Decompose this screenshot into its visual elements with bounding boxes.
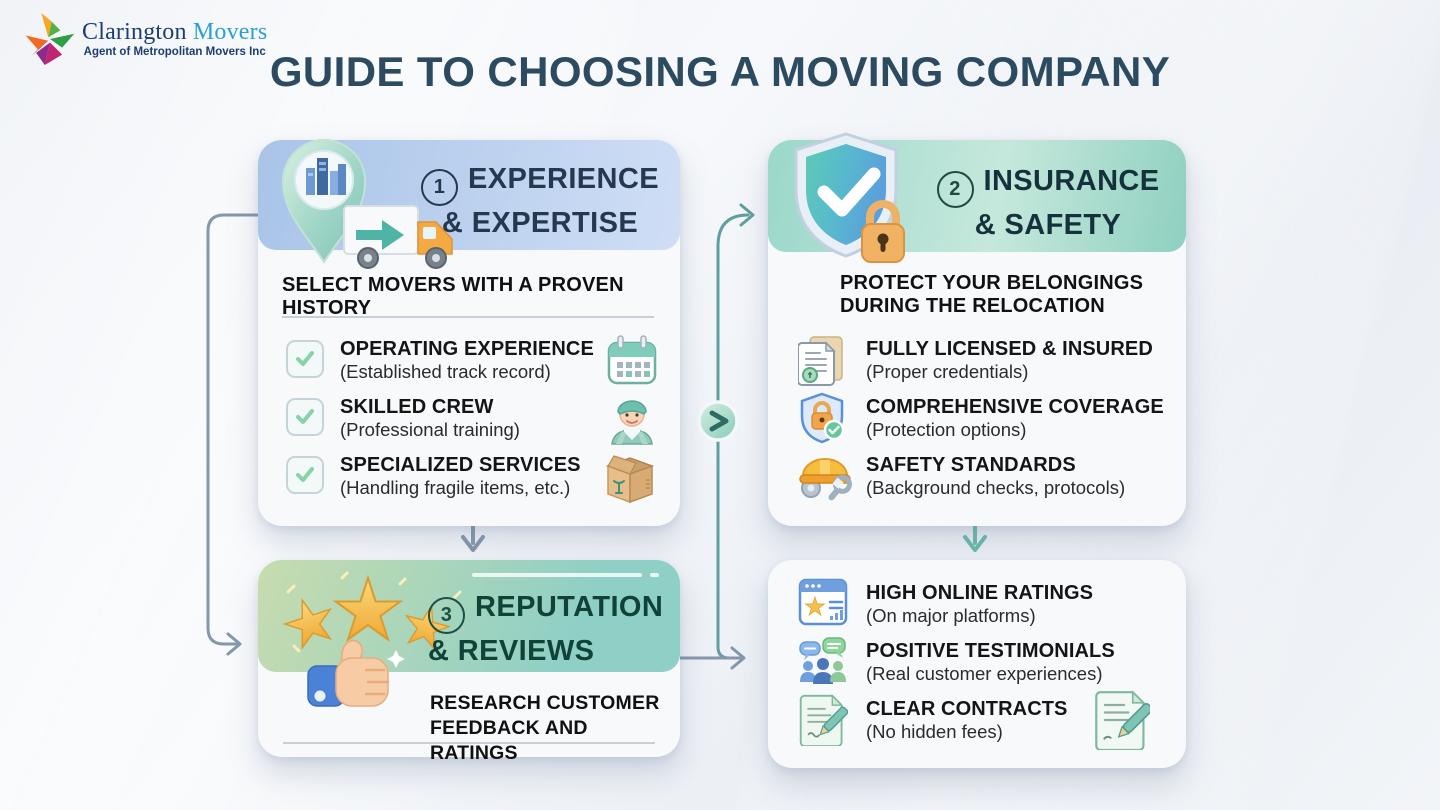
card-insurance-safety: 2 INSURANCE & SAFETY PROTECT YOUR BELONGI… <box>768 132 1186 526</box>
card-reputation-subtitle: RESEARCH CUSTOMER FEEDBACK AND RATINGS <box>430 691 680 766</box>
signed-contract-icon <box>1094 690 1153 755</box>
card-insurance-subtitle: PROTECT YOUR BELONGINGS DURING THE RELOC… <box>840 272 1143 318</box>
connector-middle-to-card2-arrow <box>716 203 755 660</box>
card-insurance-title: 2 INSURANCE & SAFETY <box>918 164 1178 242</box>
connector-card1-down-arrow <box>461 520 485 552</box>
card-title-line2: & EXPERTISE <box>441 206 639 239</box>
checkbox-checked <box>286 398 324 436</box>
list-item: POSITIVE TESTIMONIALS (Real customer exp… <box>768 636 1186 691</box>
list-item: CLEAR CONTRACTS (No hidden fees) <box>768 694 1186 751</box>
item-title: CLEAR CONTRACTS <box>866 698 1068 720</box>
license-document-icon <box>797 334 846 391</box>
shield-lock-icon <box>798 392 848 449</box>
decorative-dash <box>472 573 642 577</box>
checkbox-checked <box>286 456 324 494</box>
list-item: FULLY LICENSED & INSURED (Proper credent… <box>768 336 1186 388</box>
step-number-badge: 2 <box>936 170 974 208</box>
connector-card1-to-card3-bracket <box>206 213 260 656</box>
connector-card2-down-arrow <box>963 520 987 552</box>
card-experience-expertise: 1 EXPERIENCE & EXPERTISE SELECT MOVERS WI… <box>258 139 680 526</box>
brand-tagline: Agent of Metropolitan Movers Inc <box>83 45 266 58</box>
step-number-badge: 3 <box>428 596 465 634</box>
card-experience-title: 1 EXPERIENCE & EXPERTISE <box>408 162 672 240</box>
item-subtitle: (On major platforms) <box>866 605 1036 626</box>
item-subtitle: (Background checks, protocols) <box>866 477 1126 498</box>
card-reputation-title: 3 REPUTATION & REVIEWS <box>428 590 663 668</box>
chevron-right-icon <box>709 410 729 432</box>
mover-worker-icon <box>606 392 658 451</box>
divider <box>283 742 655 744</box>
item-subtitle: (Professional training) <box>340 419 520 440</box>
card-title-line1: EXPERIENCE <box>468 163 659 195</box>
brand-name-secondary: Movers <box>192 18 268 45</box>
card-title-line1: INSURANCE <box>983 165 1160 197</box>
page-title: GUIDE TO CHOOSING A MOVING COMPANY <box>269 48 1171 95</box>
item-title: SAFETY STANDARDS <box>866 454 1076 476</box>
padlock-icon <box>861 200 905 263</box>
list-item: SKILLED CREW (Professional training) <box>258 394 680 446</box>
list-item: HIGH ONLINE RATINGS (On major platforms) <box>768 578 1186 632</box>
item-subtitle: (Handling fragile items, etc.) <box>340 477 571 498</box>
pinwheel-logo-icon <box>25 13 75 65</box>
item-title: HIGH ONLINE RATINGS <box>866 582 1094 604</box>
item-subtitle: (Established track record) <box>340 361 551 382</box>
card-title-line2: & SAFETY <box>974 208 1122 241</box>
thumbs-up-icon <box>304 636 408 725</box>
subtitle-line2: FEEDBACK AND RATINGS <box>430 717 588 764</box>
item-title: COMPREHENSIVE COVERAGE <box>866 396 1164 418</box>
card-title-line2: & REVIEWS <box>428 634 595 667</box>
item-subtitle: (Proper credentials) <box>866 361 1029 382</box>
card-experience-subtitle: SELECT MOVERS WITH A PROVEN HISTORY <box>282 274 624 319</box>
testimonials-people-icon <box>798 636 848 691</box>
checkbox-checked <box>286 340 324 378</box>
ratings-window-icon <box>798 578 848 631</box>
list-item: OPERATING EXPERIENCE (Established track … <box>258 334 680 391</box>
item-title: OPERATING EXPERIENCE <box>340 338 594 360</box>
shield-check-icon <box>786 130 918 275</box>
checkmark-icon <box>296 467 314 482</box>
item-subtitle: (Real customer experiences) <box>866 663 1103 684</box>
list-item: SPECIALIZED SERVICES (Handling fragile i… <box>258 452 680 504</box>
step-number-badge: 1 <box>421 168 459 206</box>
card-reputation-reviews: 3 REPUTATION & REVIEWS RESEARCH CUSTOMER … <box>258 560 680 764</box>
company-logo: Clarington Movers Agent of Metropolitan … <box>24 8 267 70</box>
hardhat-wrench-icon <box>798 450 852 507</box>
checkmark-icon <box>296 351 314 366</box>
item-subtitle: (Protection options) <box>866 419 1027 440</box>
list-item: SAFETY STANDARDS (Background checks, pro… <box>768 452 1186 504</box>
checkmark-icon <box>296 409 314 424</box>
item-title: SKILLED CREW <box>340 396 494 418</box>
chevron-right-badge <box>697 400 739 442</box>
brand-name-primary: Clarington <box>82 18 187 45</box>
list-item: COMPREHENSIVE COVERAGE (Protection optio… <box>768 392 1186 449</box>
calendar-icon <box>606 334 658 391</box>
item-title: POSITIVE TESTIMONIALS <box>866 640 1115 662</box>
connector-card3-to-card4-arrow <box>678 646 746 670</box>
brand-text: Clarington Movers Agent of Metropolitan … <box>82 20 267 59</box>
decorative-dash <box>650 573 659 577</box>
card-title-line1: REPUTATION <box>475 591 664 623</box>
item-title: SPECIALIZED SERVICES <box>340 454 581 476</box>
subtitle-line1: PROTECT YOUR BELONGINGS <box>840 272 1144 294</box>
divider <box>282 316 654 318</box>
subtitle-line2: DURING THE RELOCATION <box>840 295 1105 317</box>
fragile-box-icon <box>602 450 658 509</box>
item-subtitle: (No hidden fees) <box>866 721 1003 742</box>
signed-contract-icon <box>798 694 849 751</box>
subtitle-line1: RESEARCH CUSTOMER <box>430 692 660 714</box>
card-reputation-checklist: HIGH ONLINE RATINGS (On major platforms) <box>768 560 1186 768</box>
item-title: FULLY LICENSED & INSURED <box>866 338 1153 360</box>
